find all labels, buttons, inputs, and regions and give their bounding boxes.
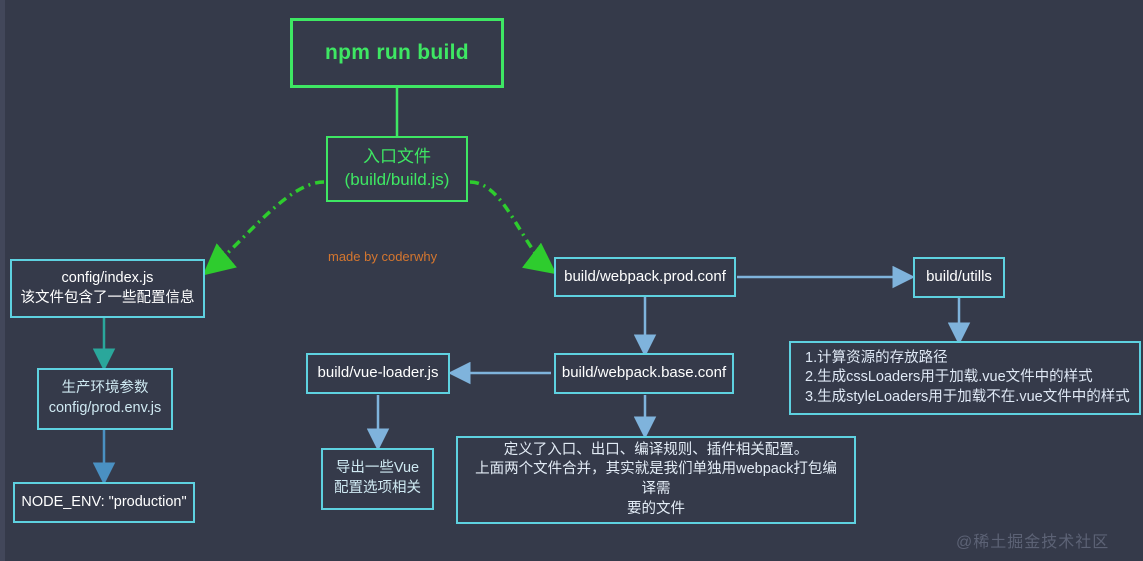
node-build-utils[interactable]: build/utills <box>913 257 1005 298</box>
node-entry-file[interactable]: 入口文件 (build/build.js) <box>326 136 468 202</box>
node-vue-loader-desc[interactable]: 导出一些Vue 配置选项相关 <box>321 448 434 510</box>
node-vue-loader-js[interactable]: build/vue-loader.js <box>306 353 450 394</box>
node-npm-run-build[interactable]: npm run build <box>290 18 504 88</box>
site-watermark: @稀土掘金技术社区 <box>956 534 1110 551</box>
node-config-index[interactable]: config/index.js 该文件包含了一些配置信息 <box>10 259 205 318</box>
node-webpack-prod-conf[interactable]: build/webpack.prod.conf <box>554 257 736 297</box>
made-by-watermark: made by coderwhy <box>328 249 438 264</box>
node-webpack-base-desc[interactable]: 定义了入口、出口、编译规则、插件相关配置。 上面两个文件合并，其实就是我们单独用… <box>456 436 856 524</box>
node-prod-env[interactable]: 生产环境参数 config/prod.env.js <box>37 368 173 430</box>
node-node-env[interactable]: NODE_ENV: "production" <box>13 482 195 523</box>
edge-entry-to-config-index <box>202 180 325 276</box>
node-utils-feature-list[interactable]: 1.计算资源的存放路径 2.生成cssLoaders用于加载.vue文件中的样式… <box>789 341 1141 415</box>
node-webpack-base-conf[interactable]: build/webpack.base.conf <box>554 353 734 394</box>
left-edge-bar <box>0 0 5 561</box>
edge-entry-to-webpack-prod <box>469 180 557 275</box>
